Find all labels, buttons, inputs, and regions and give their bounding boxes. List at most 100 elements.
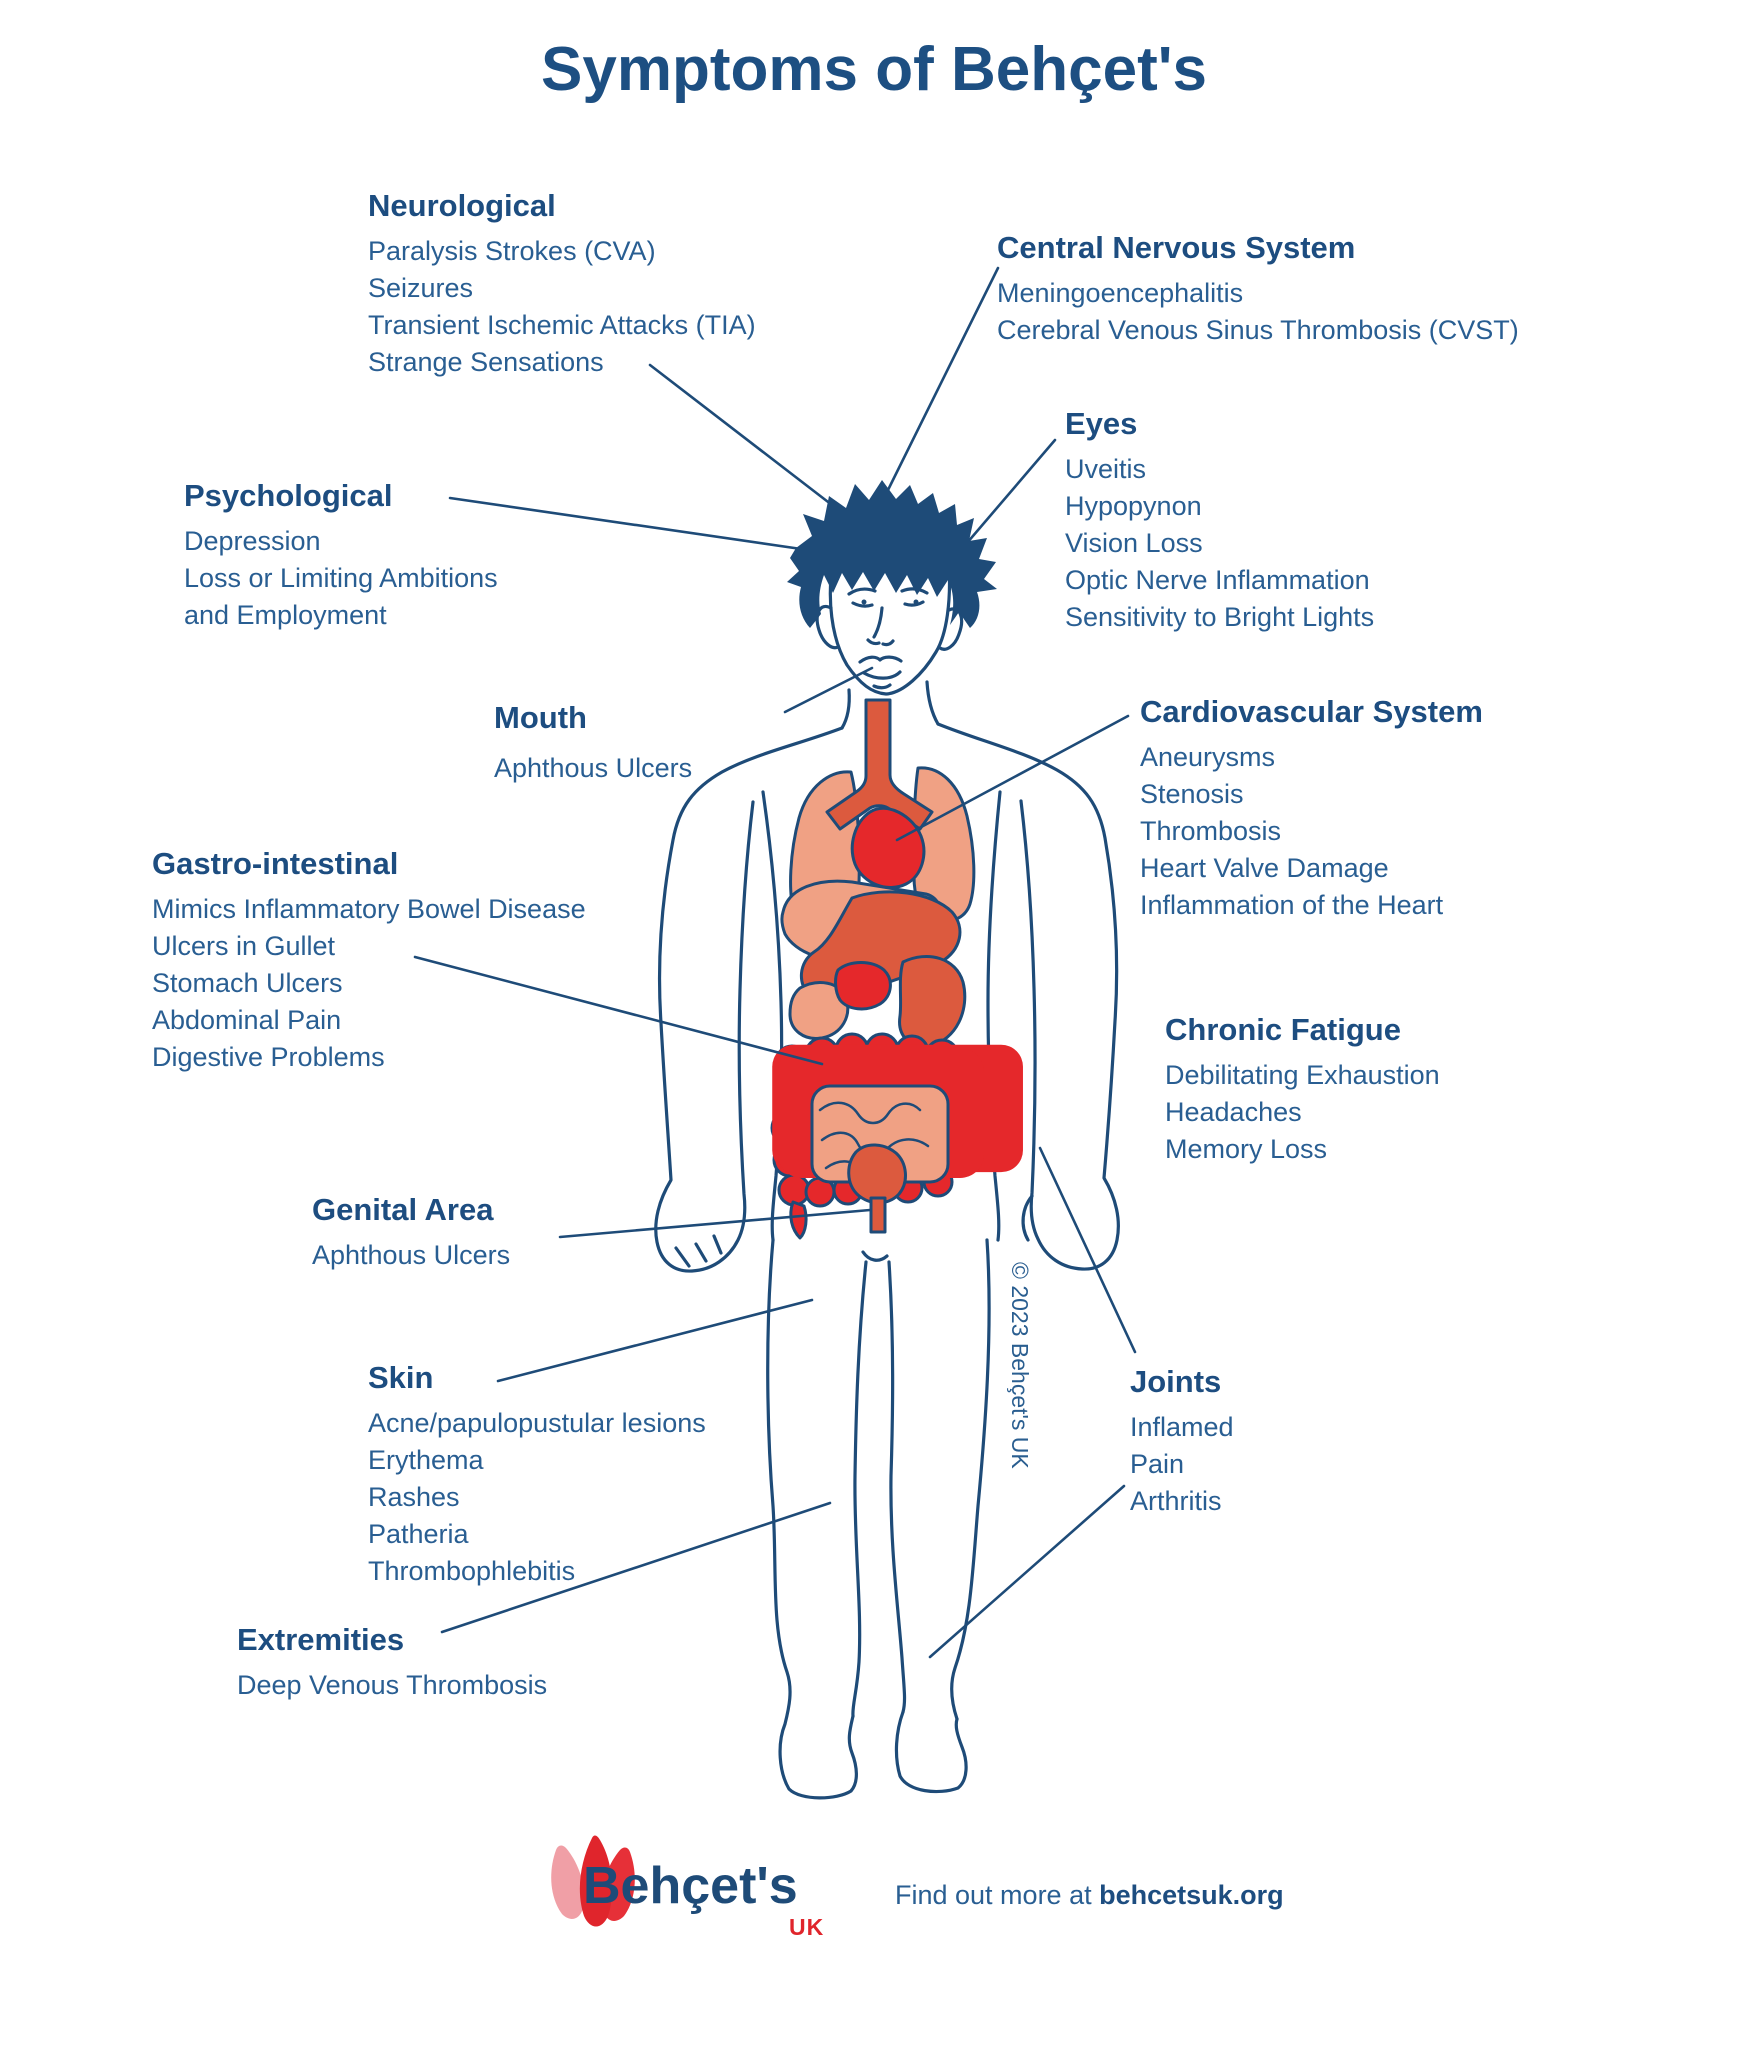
esophagus bbox=[825, 698, 934, 831]
symptom-item: Heart Valve Damage bbox=[1140, 853, 1389, 883]
symptom-item: Optic Nerve Inflammation bbox=[1065, 565, 1370, 595]
right-thumb bbox=[1021, 1194, 1034, 1242]
section-heading: Chronic Fatigue bbox=[1165, 1012, 1401, 1047]
section-heading: Psychological bbox=[184, 478, 393, 513]
logo-wordmark: Behçet's bbox=[583, 1857, 798, 1915]
symptom-item: Inflammation of the Heart bbox=[1140, 890, 1444, 920]
symptom-item: Stenosis bbox=[1140, 779, 1244, 809]
line-cardiovascular bbox=[895, 714, 1130, 842]
section-extremities: Extremities Deep Venous Thrombosis bbox=[237, 1620, 547, 1704]
right-foot bbox=[894, 1710, 968, 1794]
footer-find-out-more: Find out more at behcetsuk.org bbox=[895, 1880, 1284, 1911]
duodenum bbox=[834, 961, 892, 1011]
lips bbox=[858, 655, 903, 664]
line-genital bbox=[558, 1208, 872, 1239]
section-heading: Joints bbox=[1130, 1364, 1222, 1399]
symptom-item: Thrombosis bbox=[1140, 816, 1282, 846]
colon-tail bbox=[789, 1200, 808, 1240]
section-heading: Central Nervous System bbox=[997, 230, 1356, 265]
right-leg-inner bbox=[887, 1260, 907, 1714]
heart bbox=[850, 806, 926, 889]
footer-more-prefix: Find out more at bbox=[895, 1880, 1100, 1910]
face bbox=[828, 560, 952, 696]
section-heading: Extremities bbox=[237, 1622, 405, 1657]
body-outline bbox=[654, 560, 1120, 1800]
symptom-item: Hypopynon bbox=[1065, 491, 1202, 521]
symptom-item: Aneurysms bbox=[1140, 742, 1276, 772]
line-eyes bbox=[953, 438, 1057, 559]
symptom-item: Sensitivity to Bright Lights bbox=[1065, 602, 1375, 632]
section-central-nervous-system: Central Nervous System Meningoencephalit… bbox=[997, 228, 1519, 349]
hair bbox=[787, 480, 997, 628]
bowel-loop-right bbox=[898, 954, 967, 1048]
page-title: Symptoms of Behçet's bbox=[541, 35, 1207, 104]
section-heading: Genital Area bbox=[312, 1192, 494, 1227]
symptom-item: Strange Sensations bbox=[368, 347, 604, 377]
line-psychological bbox=[448, 496, 810, 552]
symptom-item: Patheria bbox=[368, 1519, 469, 1549]
section-genital-area: Genital Area Aphthous Ulcers bbox=[312, 1190, 510, 1274]
symptom-item: Meningoencephalitis bbox=[997, 278, 1244, 308]
section-cardiovascular: Cardiovascular System Aneurysms Stenosis… bbox=[1140, 692, 1483, 924]
line-extremities bbox=[440, 1501, 832, 1634]
symptom-item: Erythema bbox=[368, 1445, 484, 1475]
line-gastro bbox=[413, 955, 824, 1066]
section-joints: Joints Inflamed Pain Arthritis bbox=[1130, 1362, 1234, 1520]
section-skin: Skin Acne/papulopustular lesions Erythem… bbox=[368, 1358, 706, 1590]
symptom-item: Aphthous Ulcers bbox=[494, 753, 693, 783]
left-pupil bbox=[861, 599, 867, 605]
symptom-item: Transient Ischemic Attacks (TIA) bbox=[368, 310, 756, 340]
symptom-item: Mimics Inflammatory Bowel Disease bbox=[152, 894, 586, 924]
left-eye bbox=[851, 601, 874, 608]
section-heading: Cardiovascular System bbox=[1140, 694, 1483, 729]
copyright-text: © 2023 Behçet's UK bbox=[1007, 1262, 1033, 1469]
line-neurological bbox=[648, 363, 834, 507]
organs bbox=[770, 698, 1023, 1240]
section-heading: Gastro-intestinal bbox=[152, 846, 399, 881]
torso-right bbox=[986, 790, 1002, 1242]
symptom-item: and Employment bbox=[184, 600, 387, 630]
symptom-item: Rashes bbox=[368, 1482, 460, 1512]
line-cns bbox=[886, 266, 1000, 492]
symptom-item: Ulcers in Gullet bbox=[152, 931, 336, 961]
section-neurological: Neurological Paralysis Strokes (CVA) Sei… bbox=[368, 186, 756, 381]
left-ear bbox=[815, 604, 840, 650]
footer-website-url: behcetsuk.org bbox=[1099, 1880, 1284, 1910]
symptom-item: Loss or Limiting Ambitions bbox=[184, 563, 498, 593]
right-arm bbox=[936, 722, 1120, 1271]
line-joints-upper bbox=[1038, 1146, 1137, 1354]
symptom-item: Paralysis Strokes (CVA) bbox=[368, 236, 656, 266]
section-psychological: Psychological Depression Loss or Limitin… bbox=[184, 476, 498, 634]
line-skin bbox=[496, 1298, 814, 1383]
symptom-item: Pain bbox=[1130, 1449, 1185, 1479]
neck bbox=[840, 688, 851, 730]
symptom-item: Acne/papulopustular lesions bbox=[368, 1408, 706, 1438]
right-pupil bbox=[913, 599, 919, 605]
nose bbox=[872, 606, 884, 639]
symptom-item: Cerebral Venous Sinus Thrombosis (CVST) bbox=[997, 315, 1519, 345]
line-joints-lower bbox=[928, 1484, 1126, 1659]
bladder bbox=[847, 1143, 907, 1205]
symptom-item: Uveitis bbox=[1065, 454, 1147, 484]
symptom-item: Abdominal Pain bbox=[152, 1005, 342, 1035]
left-leg-inner bbox=[851, 1260, 868, 1718]
symptom-item: Seizures bbox=[368, 273, 474, 303]
left-eyebrow bbox=[847, 587, 877, 596]
section-eyes: Eyes Uveitis Hypopynon Vision Loss Optic… bbox=[1065, 404, 1374, 636]
section-gastro-intestinal: Gastro-intestinal Mimics Inflammatory Bo… bbox=[152, 844, 586, 1076]
right-eye bbox=[903, 600, 925, 607]
section-heading: Skin bbox=[368, 1360, 434, 1395]
symptom-item: Debilitating Exhaustion bbox=[1165, 1060, 1440, 1090]
symptom-item: Thrombophlebitis bbox=[368, 1556, 576, 1586]
symptom-item: Stomach Ulcers bbox=[152, 968, 343, 998]
right-leg-outer bbox=[950, 1238, 991, 1721]
symptom-item: Depression bbox=[184, 526, 321, 556]
logo-uk-label: UK bbox=[789, 1914, 825, 1940]
symptom-item: Memory Loss bbox=[1165, 1134, 1328, 1164]
bladder-stem bbox=[869, 1196, 887, 1234]
left-leg-outer bbox=[766, 1238, 858, 1800]
section-heading: Neurological bbox=[368, 188, 556, 223]
left-arm bbox=[654, 726, 844, 1273]
